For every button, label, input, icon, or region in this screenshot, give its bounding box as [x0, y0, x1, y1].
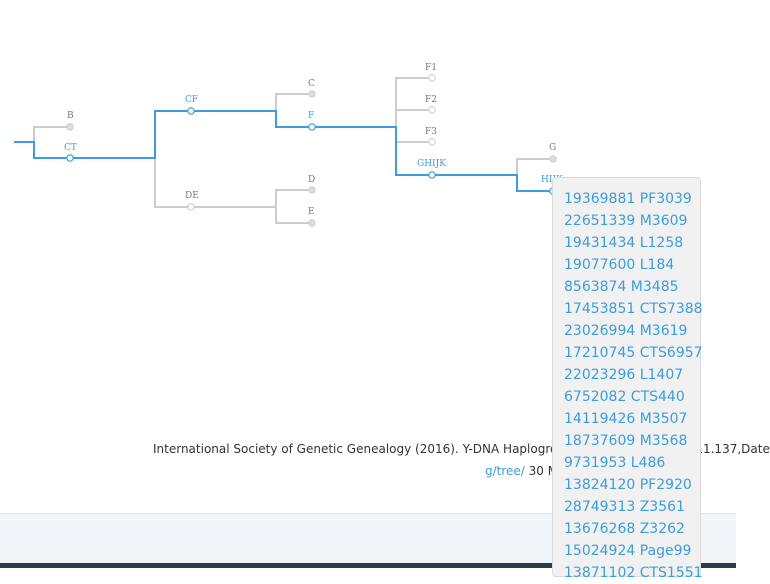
link-DE-E — [275, 207, 312, 224]
node-label-G: G — [549, 143, 556, 153]
snp-item[interactable]: 9731953 L486 — [564, 455, 666, 471]
node-label-CF: CF — [185, 95, 198, 105]
tree-links — [14, 77, 553, 224]
snp-item[interactable]: 15024924 Page99 — [564, 543, 692, 559]
node-F2[interactable] — [428, 106, 436, 114]
node-label-F: F — [308, 111, 314, 121]
node-label-F3: F3 — [425, 127, 437, 137]
snp-item[interactable]: 19431434 L1258 — [564, 235, 684, 251]
bottom-bar — [0, 563, 736, 568]
node-DE[interactable] — [187, 203, 195, 211]
node-label-D: D — [308, 175, 315, 185]
snp-item[interactable]: 13676268 Z3262 — [564, 521, 685, 537]
link-root-CT — [14, 141, 70, 159]
node-label-GHIJK: GHIJK — [417, 159, 446, 169]
snp-item[interactable]: 19369881 PF3039 — [564, 191, 692, 207]
link-CF-C — [275, 93, 312, 111]
node-GHIJK[interactable] — [428, 171, 436, 179]
snp-item[interactable]: 13871102 CTS1551 — [564, 565, 703, 581]
tree-nodes: B CT CF DE C F D E F1 F2 F3 GHIJK G HIJK — [64, 63, 563, 227]
link-CT-DE — [154, 158, 191, 208]
link-root-B — [33, 126, 70, 142]
snp-item[interactable]: 18737609 M3568 — [564, 433, 688, 449]
node-F[interactable] — [308, 123, 316, 131]
haplogroup-tree: B CT CF DE C F D E F1 F2 F3 GHIJK G HIJK — [14, 63, 563, 227]
snp-item[interactable]: 13824120 PF2920 — [564, 477, 692, 493]
node-CF[interactable] — [187, 107, 195, 115]
link-GHIJK-G — [516, 158, 553, 175]
snp-item[interactable]: 19077600 L184 — [564, 257, 675, 273]
snp-tooltip: 19369881 PF3039 22651339 M3609 19431434 … — [552, 177, 703, 581]
node-CT[interactable] — [66, 154, 74, 162]
node-label-DE: DE — [185, 191, 199, 201]
link-CF-F — [191, 110, 312, 128]
node-F1[interactable] — [428, 74, 436, 82]
snp-item[interactable]: 17210745 CTS6957 — [564, 345, 703, 361]
node-G[interactable] — [549, 155, 557, 163]
snp-item[interactable]: 22023296 L1407 — [564, 367, 684, 383]
node-B[interactable] — [66, 123, 74, 131]
node-E[interactable] — [308, 219, 316, 227]
link-CT-CF — [70, 110, 191, 159]
snp-item[interactable]: 22651339 M3609 — [564, 213, 688, 229]
snp-item[interactable]: 17453851 CTS7388 — [564, 301, 703, 317]
node-D[interactable] — [308, 186, 316, 194]
link-GHIJK-HIJK — [432, 174, 553, 192]
node-label-F2: F2 — [425, 95, 437, 105]
citation-link[interactable]: g/tree/ — [485, 464, 525, 478]
node-label-C: C — [308, 79, 315, 89]
link-F-GHIJK — [312, 126, 432, 176]
snp-item[interactable]: 28749313 Z3561 — [564, 499, 685, 515]
snp-item[interactable]: 8563874 M3485 — [564, 279, 679, 295]
snp-item[interactable]: 23026994 M3619 — [564, 323, 688, 339]
snp-item[interactable]: 6752082 CTS440 — [564, 389, 685, 405]
node-C[interactable] — [308, 90, 316, 98]
node-label-F1: F1 — [425, 63, 437, 73]
snp-item[interactable]: 14119426 M3507 — [564, 411, 688, 427]
node-label-E: E — [308, 207, 315, 217]
link-DE-D — [191, 189, 312, 208]
node-label-B: B — [67, 111, 74, 121]
node-F3[interactable] — [428, 138, 436, 146]
node-label-CT: CT — [64, 143, 77, 153]
